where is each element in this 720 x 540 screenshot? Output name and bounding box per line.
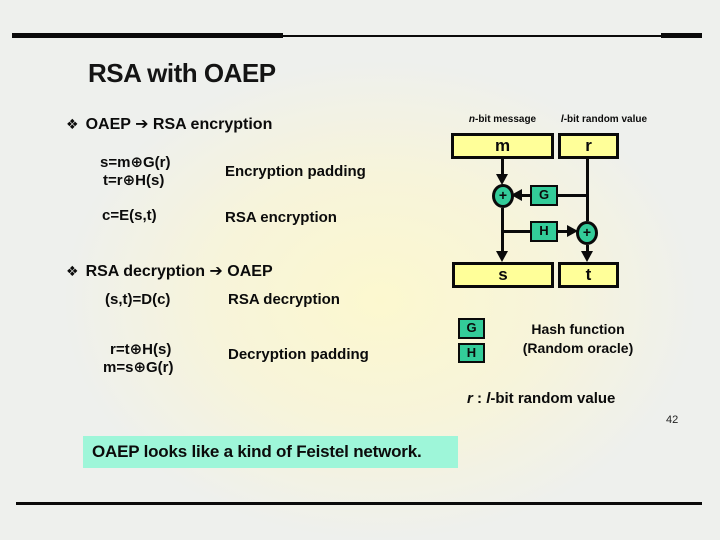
encryption-heading-text: OAEP ➔ RSA encryption bbox=[85, 116, 273, 133]
xor-node-1: + bbox=[492, 184, 514, 208]
box-s: s bbox=[452, 262, 554, 288]
note-sep: : bbox=[472, 390, 487, 407]
arrowhead-right-icon bbox=[567, 225, 578, 237]
wire-xor1-to-s bbox=[501, 208, 504, 251]
legend-g-node: G bbox=[458, 318, 485, 339]
l-var: l bbox=[560, 114, 564, 125]
l-var: l bbox=[486, 390, 491, 407]
diamond-bullet-icon: ❖ bbox=[66, 263, 79, 279]
top-rule-thick-left bbox=[12, 33, 283, 38]
l-rest: -bit random value bbox=[563, 114, 648, 125]
arrowhead-down-icon bbox=[496, 251, 508, 262]
top-rule-thin bbox=[12, 35, 702, 37]
legend-h-node: H bbox=[458, 343, 485, 363]
xor-node-2: + bbox=[576, 221, 598, 245]
decryption-heading: ❖ RSA decryption ➔ OAEP bbox=[66, 261, 273, 281]
legend-line1: Hash function bbox=[531, 321, 625, 337]
arrowhead-left-icon bbox=[511, 189, 522, 201]
wire-r-down bbox=[586, 159, 589, 221]
equation-m: m=s⊕G(r) bbox=[103, 359, 174, 376]
n-bit-message-label: n-bit message bbox=[451, 114, 554, 125]
box-r: r bbox=[558, 133, 619, 159]
footnote-highlight: OAEP looks like a kind of Feistel networ… bbox=[83, 436, 458, 468]
box-m: m bbox=[451, 133, 554, 159]
equation-s: s=m⊕G(r) bbox=[100, 154, 171, 171]
note-rest: -bit random value bbox=[490, 390, 616, 407]
encryption-heading: ❖ OAEP ➔ RSA encryption bbox=[66, 114, 272, 134]
wire-g-to-xor1 bbox=[521, 194, 530, 197]
n-var: n bbox=[468, 114, 475, 125]
n-rest: -bit message bbox=[474, 114, 537, 125]
encryption-padding-label: Encryption padding bbox=[225, 163, 366, 180]
equation-c: c=E(s,t) bbox=[102, 207, 157, 224]
box-t: t bbox=[558, 262, 619, 288]
h-node: H bbox=[530, 221, 558, 242]
wire-xor2-to-t bbox=[586, 245, 589, 252]
g-node: G bbox=[530, 185, 558, 206]
rsa-decryption-label: RSA decryption bbox=[228, 291, 340, 308]
l-bit-random-label: l-bit random value bbox=[554, 114, 654, 125]
wire-h-to-xor2 bbox=[558, 230, 567, 233]
top-rule-thick-right bbox=[661, 33, 702, 38]
legend-line2: (Random oracle) bbox=[522, 340, 634, 356]
page-title: RSA with OAEP bbox=[88, 58, 276, 88]
bottom-rule bbox=[16, 502, 702, 505]
decryption-heading-text: RSA decryption ➔ OAEP bbox=[85, 263, 273, 280]
wire-r-to-g bbox=[558, 194, 588, 197]
equation-t: t=r⊕H(s) bbox=[103, 172, 165, 189]
equation-st: (s,t)=D(c) bbox=[105, 291, 171, 308]
wire-m-to-xor1 bbox=[501, 159, 504, 174]
wire-s-to-h bbox=[503, 230, 530, 233]
legend-label: Hash function (Random oracle) bbox=[503, 320, 653, 358]
arrowhead-down-icon bbox=[581, 251, 593, 262]
arrowhead-down-icon bbox=[496, 174, 508, 185]
decryption-padding-label: Decryption padding bbox=[228, 346, 369, 363]
rsa-encryption-label: RSA encryption bbox=[225, 209, 337, 226]
page-number: 42 bbox=[666, 414, 679, 426]
r-var: r bbox=[467, 390, 473, 407]
equation-r: r=t⊕H(s) bbox=[110, 341, 172, 358]
diamond-bullet-icon: ❖ bbox=[66, 116, 79, 132]
random-value-note: r : l-bit random value bbox=[467, 390, 615, 407]
